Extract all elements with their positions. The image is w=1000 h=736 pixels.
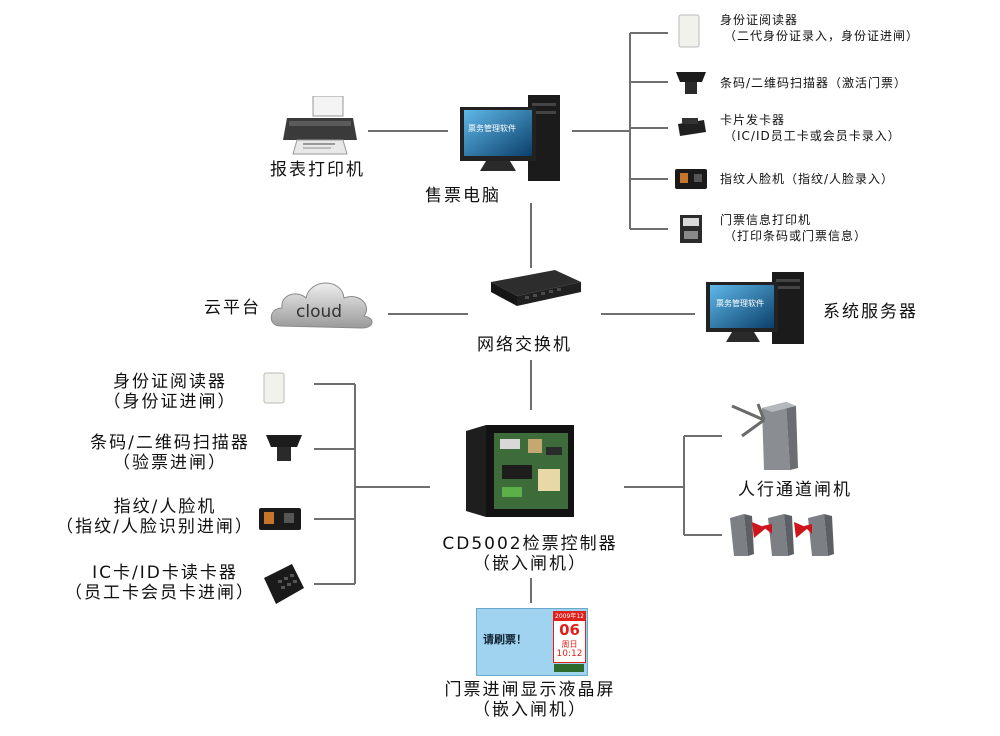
ticket-controller-icon [466,425,574,517]
ticket-printer-icon [680,215,702,243]
pc-peripheral-2-line1: 条码/二维码扫描器（激活门票） [720,76,908,90]
barcode-scanner-icon [266,435,302,461]
card-issuer-icon [678,118,706,136]
lcd-status-bar [554,664,584,672]
id-reader-icon [678,14,700,48]
lcd-calendar: 2009年12月 06 周日 10:12 [553,611,586,663]
pc-peripheral-3-line2: （IC/ID员工卡或会员卡录入） [724,129,901,143]
pc-peripheral-1-line2: （二代身份证录入，身份证进闸） [724,29,920,43]
ticket-pc-label: 售票电脑 [425,186,501,206]
pc-peripheral-5-line1: 门票信息打印机 [720,213,812,227]
id-reader-icon [263,372,285,404]
pc-peripheral-4-line1: 指纹人脸机（指纹/人脸录入） [720,172,895,186]
tripod-turnstile-label: 人行通道闸机 [738,480,852,500]
system-server-icon: 票务管理软件 [706,272,816,348]
network-switch-label: 网络交换机 [477,335,572,355]
cloud-text: cloud [296,302,343,322]
ticket-controller-label: CD5002检票控制器 [442,534,618,554]
flap-barrier-gate-icon [730,514,834,556]
lcd-calendar-time: 10:12 [556,649,583,659]
gate-peripheral-2-line1: 条码/二维码扫描器 [90,433,250,453]
ticket-controller-sublabel: （嵌入闸机） [473,554,587,574]
monitor-screen-text: 票务管理软件 [468,124,516,133]
ticket-pc-icon: 票务管理软件 [460,95,572,195]
gate-peripheral-2-line2: （验票进闸） [113,453,227,473]
gate-peripheral-3-line1: 指纹/人脸机 [113,497,217,517]
lcd-display-label: 门票进闸显示液晶屏 [444,680,616,700]
gate-peripheral-1-line2: （身份证进闸） [103,392,237,412]
cloud-icon: cloud [268,272,378,332]
lcd-calendar-weekday: 周日 [561,640,578,649]
network-switch-icon [491,270,581,306]
lcd-display-sublabel: （嵌入闸机） [473,700,587,720]
gate-peripheral-4-line2: （员工卡会员卡进闸） [65,583,255,603]
report-printer-label: 报表打印机 [270,160,365,180]
gate-peripheral-3-line2: （指纹/人脸识别进闸） [56,517,254,537]
system-server-label: 系统服务器 [823,302,918,322]
lcd-calendar-day: 06 [559,621,580,639]
lcd-prompt-text: 请刷票！ [483,633,527,646]
cloud-platform-label: 云平台 [204,298,261,318]
gate-peripheral-1-line1: 身份证阅读器 [113,372,227,392]
pc-peripheral-3-line1: 卡片发卡器 [720,113,786,127]
gate-peripheral-4-line1: IC卡/ID卡读卡器 [92,563,238,583]
fingerprint-face-icon [675,169,707,189]
tripod-turnstile-icon [731,402,798,470]
server-screen-text: 票务管理软件 [716,299,764,308]
fingerprint-face-icon [259,508,301,530]
lcd-calendar-header: 2009年12月 [554,612,585,629]
barcode-scanner-icon [676,72,706,94]
pc-peripheral-1-line1: 身份证阅读器 [720,13,799,27]
pc-peripheral-5-line2: （打印条码或门票信息） [724,229,868,243]
lcd-display-screen: 请刷票！ 2009年12月 06 周日 10:12 [476,608,588,676]
card-reader-icon [264,564,304,604]
report-printer-icon [283,96,357,155]
